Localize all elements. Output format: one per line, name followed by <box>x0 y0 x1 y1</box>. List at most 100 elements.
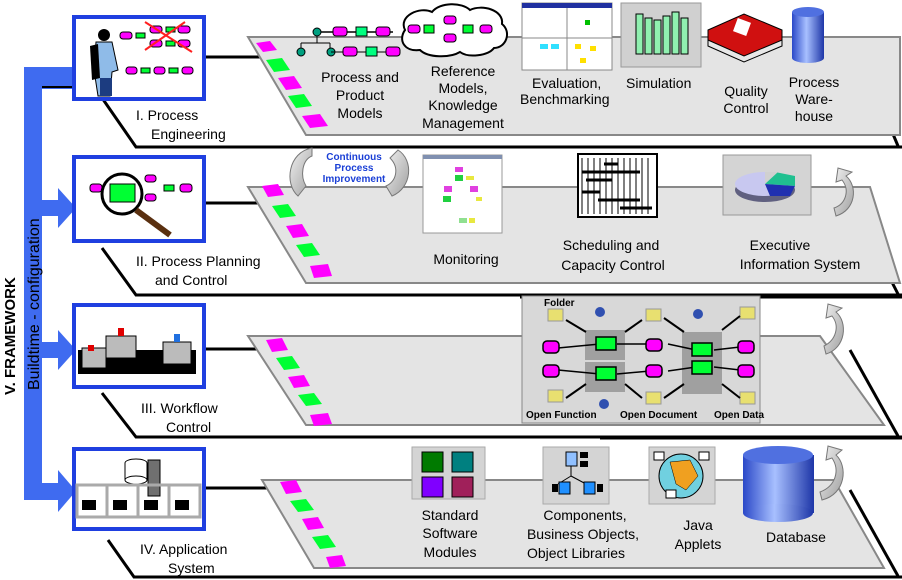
svg-text:Database: Database <box>766 529 826 545</box>
layer-4-item-components[interactable]: Components, Business Objects, Object Lib… <box>527 507 639 561</box>
arrow-to-layer-4 <box>42 470 76 512</box>
layer-process-engineering: I. Process Engineering <box>72 2 902 149</box>
person-presenting-icon <box>90 29 119 97</box>
workflow-open-function-label: Open Function <box>526 410 597 421</box>
java-applets-globe-icon <box>648 446 716 505</box>
module-block <box>451 476 474 498</box>
event-nodes <box>542 338 755 378</box>
svg-text:Benchmarking: Benchmarking <box>520 91 610 107</box>
reference-model-cloud-icon <box>401 3 509 58</box>
svg-text:Executive: Executive <box>750 237 811 253</box>
svg-text:Product: Product <box>336 87 384 103</box>
layer-2-label-line1: II. Process Planning <box>136 253 261 269</box>
layer-1-item-process-models[interactable]: Process and Product Models <box>321 69 399 121</box>
workflow-machine-icon <box>78 328 196 374</box>
svg-text:Reference: Reference <box>431 63 496 79</box>
svg-text:Improvement: Improvement <box>323 174 386 185</box>
layer-2-item-executive-information[interactable]: Executive Information System <box>740 237 861 272</box>
svg-text:Process: Process <box>789 74 840 90</box>
layer-1-label-line1: I. Process <box>136 107 198 123</box>
layer-1-item-quality-control[interactable]: Quality Control <box>723 83 768 116</box>
framework-bar <box>24 67 76 512</box>
evaluation-screenshot-icon <box>521 2 613 71</box>
svg-text:Applets: Applets <box>675 536 722 552</box>
svg-text:Ware-: Ware- <box>795 91 833 107</box>
svg-text:Control: Control <box>723 100 768 116</box>
epc-chain <box>262 184 332 278</box>
layer-1-item-process-warehouse[interactable]: Process Ware- house <box>789 74 840 124</box>
process-planning-icon-box[interactable] <box>72 155 206 243</box>
layer-workflow-control: III. Workflow Control <box>72 295 902 439</box>
framework-title: V. FRAMEWORK <box>2 277 19 395</box>
epc-chain <box>266 338 332 426</box>
layer-3-refresh-arrow-icon <box>823 303 844 355</box>
process-model-icon <box>296 26 401 57</box>
svg-text:Business Objects,: Business Objects, <box>527 526 639 542</box>
layer-4-label-line1: IV. Application <box>140 541 227 557</box>
epc-chain <box>256 41 328 128</box>
continuous-improvement-cycle-icon: Continuous Process Improvement <box>289 147 410 197</box>
layer-2-refresh-arrow-icon <box>833 167 854 217</box>
svg-text:Modules: Modules <box>424 544 477 560</box>
components-hierarchy-icon <box>542 446 610 505</box>
layer-4-label-line2: System <box>168 560 215 576</box>
svg-text:Object Libraries: Object Libraries <box>527 545 625 561</box>
layer-2-item-monitoring[interactable]: Monitoring <box>433 251 498 267</box>
svg-text:Management: Management <box>422 115 504 131</box>
quality-book-icon <box>707 13 783 63</box>
svg-text:Monitoring: Monitoring <box>433 251 498 267</box>
user-icons <box>595 307 703 409</box>
svg-text:Knowledge: Knowledge <box>428 97 497 113</box>
svg-text:Scheduling and: Scheduling and <box>563 237 660 253</box>
epc-chain <box>280 480 346 568</box>
svg-text:Process and: Process and <box>321 69 399 85</box>
scheduling-gantt-icon <box>577 153 658 218</box>
magnifier-process-icon <box>89 172 193 238</box>
svg-text:Models,: Models, <box>438 80 487 96</box>
process-chain-crossed-icon <box>119 21 194 75</box>
layer-plane <box>260 479 886 569</box>
module-block <box>451 451 474 473</box>
layer-4-item-database[interactable]: Database <box>766 529 826 545</box>
svg-text:Standard: Standard <box>422 507 479 523</box>
layer-2-item-scheduling[interactable]: Scheduling and Capacity Control <box>561 237 665 273</box>
svg-text:Information System: Information System <box>740 256 861 272</box>
svg-text:Models: Models <box>337 105 382 121</box>
standard-software-modules-icon <box>411 446 486 500</box>
layer-application-system: IV. Application System <box>72 436 902 579</box>
layer-1-item-reference-models[interactable]: Reference Models, Knowledge Management <box>422 63 504 131</box>
arrow-to-layer-2 <box>42 188 76 228</box>
module-block <box>421 476 444 498</box>
executive-pie-chart-icon <box>722 154 812 216</box>
workflow-folder-label: Folder <box>544 298 575 309</box>
layer-1-item-evaluation[interactable]: Evaluation, Benchmarking <box>520 75 610 107</box>
layer-1-item-simulation[interactable]: Simulation <box>626 75 691 91</box>
layer-3-label-line1: III. Workflow <box>141 400 219 416</box>
layer-4-item-java-applets[interactable]: Java Applets <box>675 517 722 552</box>
workflow-open-document-label: Open Document <box>620 410 698 421</box>
simulation-chart-icon <box>620 2 702 68</box>
layer-1-label-line2: Engineering <box>151 126 226 142</box>
layer-2-label-line2: and Control <box>155 272 227 288</box>
svg-text:house: house <box>795 108 833 124</box>
network-computers-icon <box>75 458 202 519</box>
svg-text:Capacity Control: Capacity Control <box>561 257 665 273</box>
layer-process-planning: II. Process Planning and Control Continu… <box>72 147 902 297</box>
folder-icons <box>547 306 756 405</box>
database-cylinder-icon <box>743 446 814 522</box>
layer-4-refresh-arrow-icon <box>819 445 844 501</box>
svg-text:Evaluation,: Evaluation, <box>532 75 601 91</box>
svg-text:Process: Process <box>335 163 374 174</box>
process-warehouse-cylinder-icon <box>792 7 824 63</box>
module-block <box>421 451 444 473</box>
framework-subtitle: Buildtime - configuration <box>26 218 43 390</box>
svg-text:Simulation: Simulation <box>626 75 691 91</box>
svg-text:Software: Software <box>422 525 477 541</box>
layer-4-item-standard-software-modules[interactable]: Standard Software Modules <box>422 507 479 560</box>
svg-text:Components,: Components, <box>543 507 626 523</box>
layer-3-label-line2: Control <box>166 419 211 435</box>
monitoring-screenshot-icon <box>422 154 503 234</box>
svg-text:Quality: Quality <box>724 83 768 99</box>
svg-text:Java: Java <box>683 517 713 533</box>
